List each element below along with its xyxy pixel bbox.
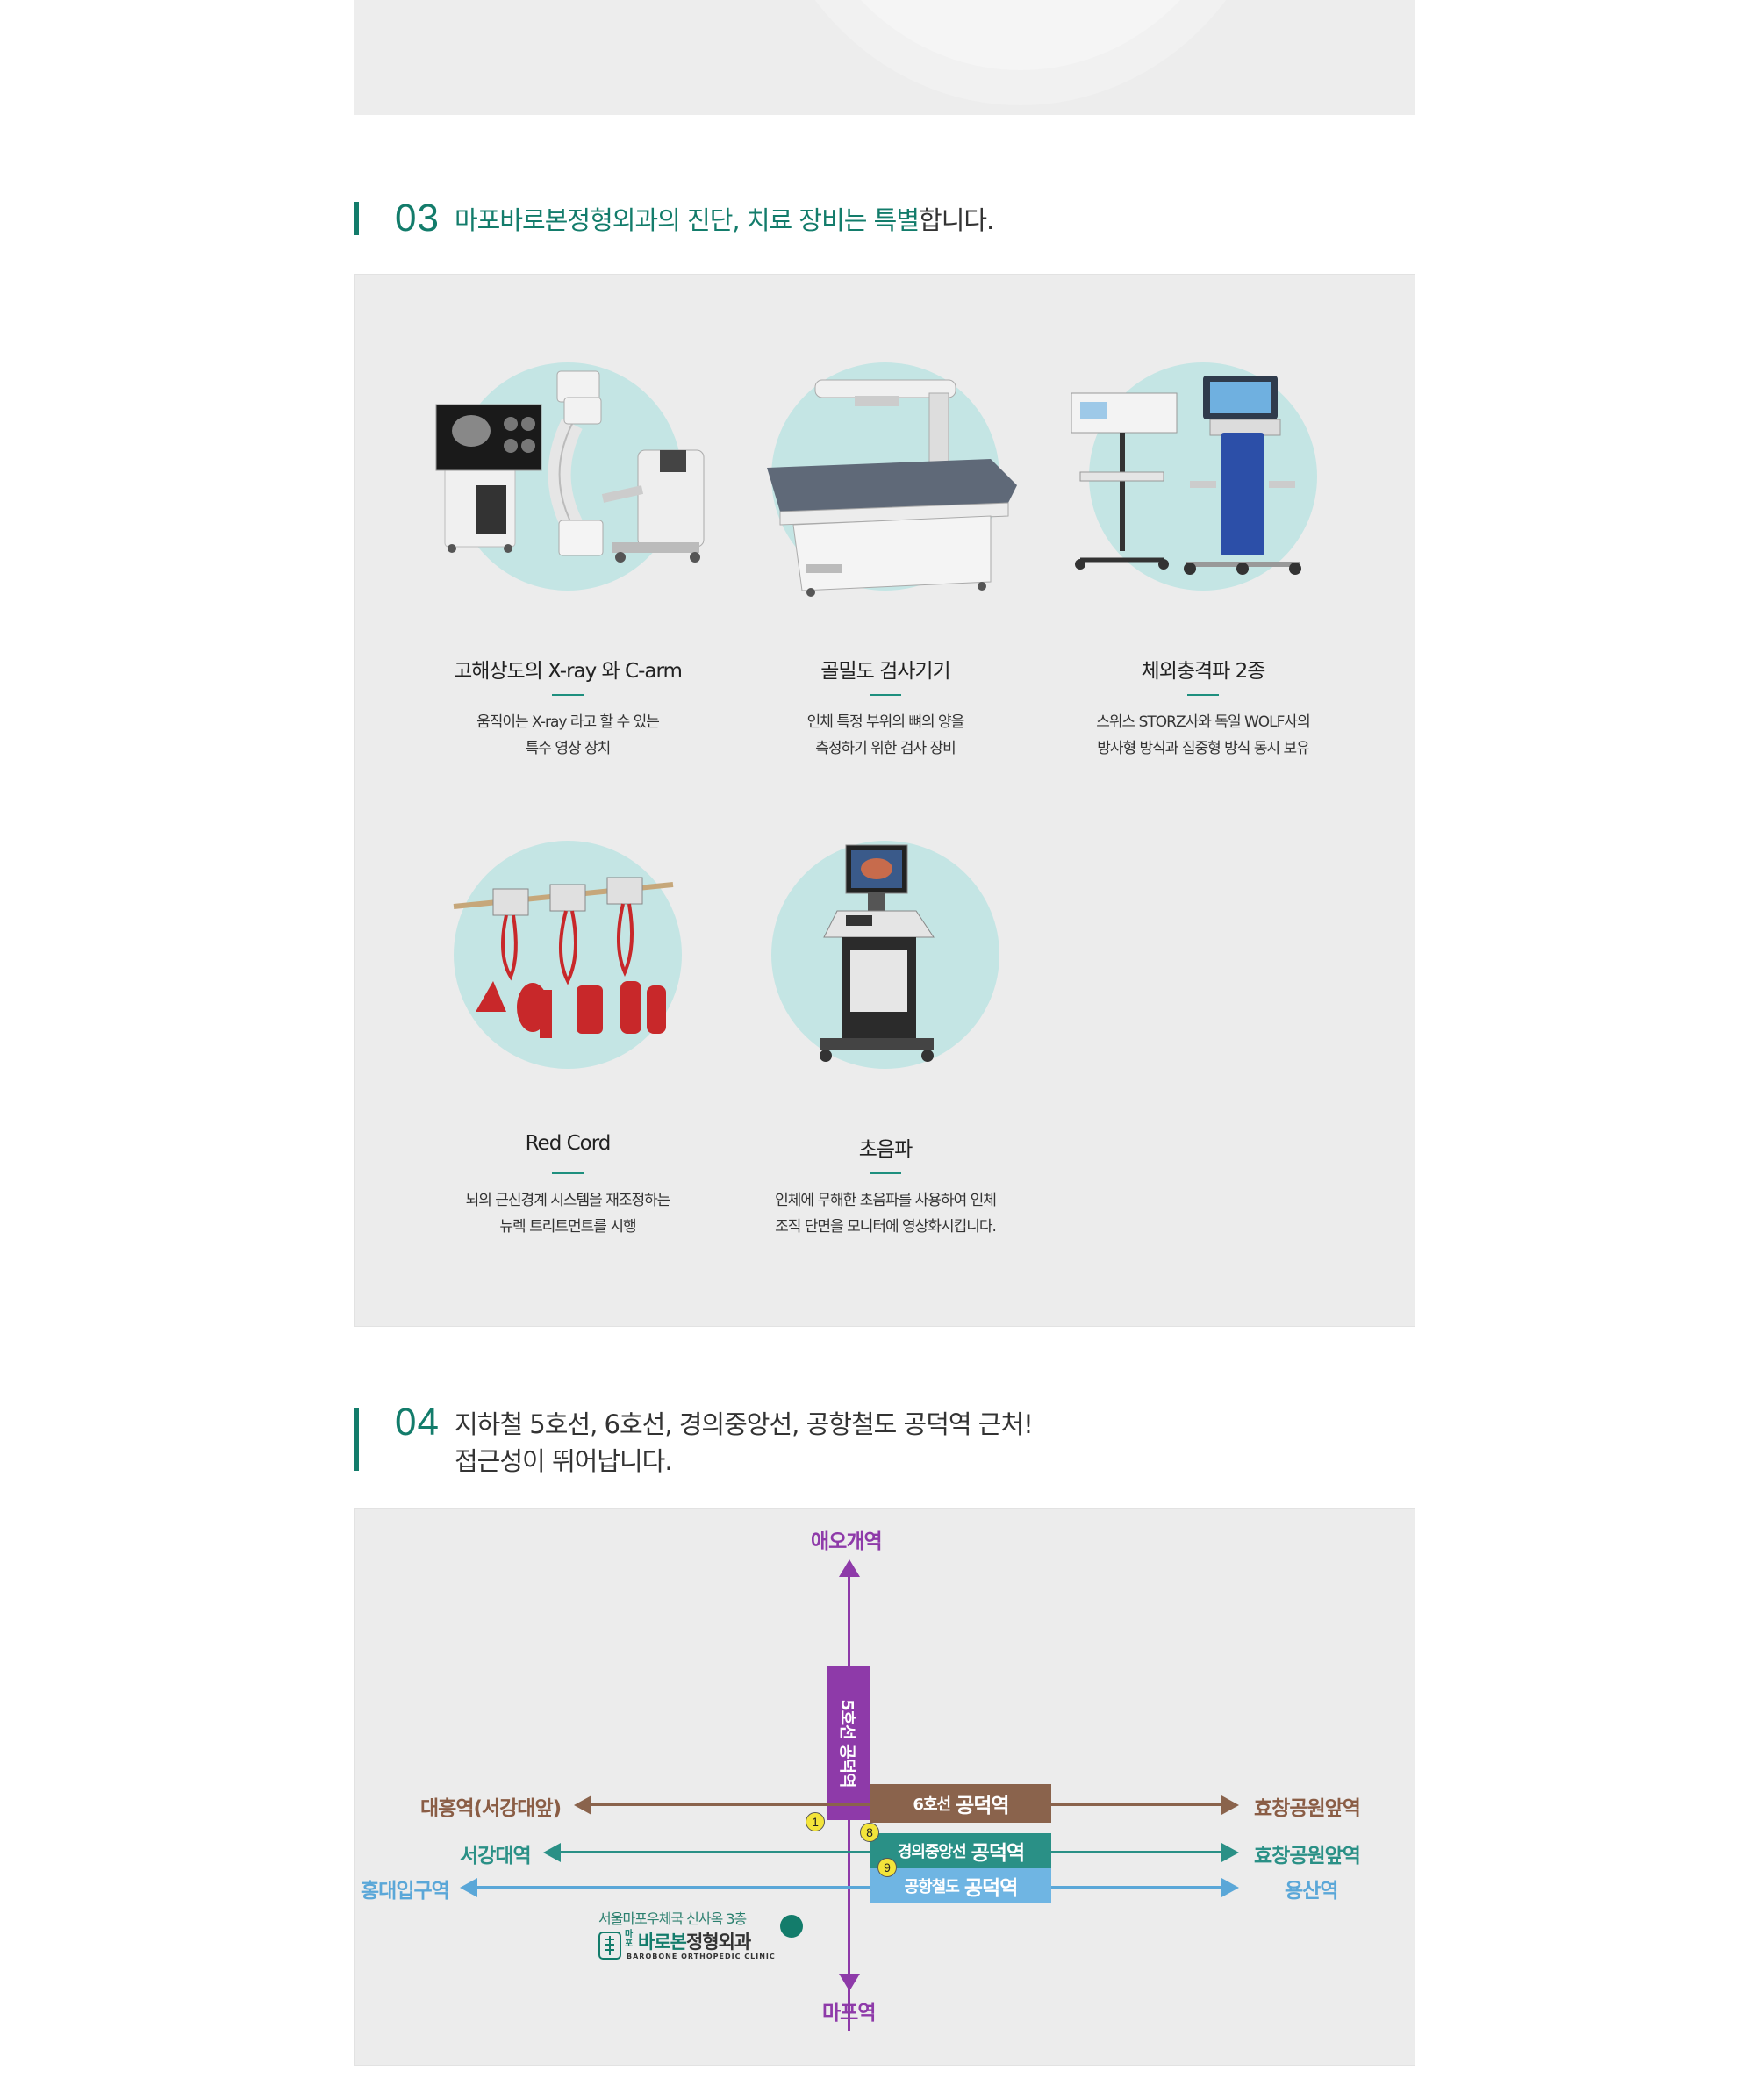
section-title-rest: 합니다. xyxy=(919,205,994,235)
gyeongui-station-name: 공덕역 xyxy=(971,1842,1025,1865)
logo-name: 바로본 xyxy=(638,1932,687,1953)
ultrasound-icon xyxy=(820,844,935,1062)
title-underline xyxy=(552,694,584,696)
title-underline xyxy=(1187,694,1219,696)
previous-section-box xyxy=(354,0,1415,115)
exit-8-marker: 8 xyxy=(860,1823,879,1842)
line6-label: 6호선 xyxy=(913,1795,951,1814)
equipment-name: Red Cord xyxy=(525,1132,612,1155)
line5-station-label: 5호선 공덕역 xyxy=(837,1699,857,1788)
spine-logo-icon xyxy=(598,1932,621,1960)
equipment-desc-line: 측정하기 위한 검사 장비 xyxy=(815,740,956,757)
arrow-up-icon xyxy=(839,1559,860,1577)
equipment-desc-line: 인체에 무해한 초음파를 사용하여 인체 xyxy=(775,1192,997,1209)
clinic-address: 서울마포우체국 신사옥 3층 xyxy=(598,1910,747,1927)
line5-station-box: 5호선 공덕역 xyxy=(827,1666,870,1820)
equipment-desc-line: 움직이는 X-ray 라고 할 수 있는 xyxy=(476,713,660,731)
equipment-name: 초음파 xyxy=(858,1138,913,1161)
line6-station-box: 6호선 공덕역 xyxy=(870,1784,1051,1823)
section-04-heading: 04 지하철 5호선, 6호선, 경의중앙선, 공항철도 공덕역 근처! 접근성… xyxy=(354,1401,1407,1476)
equipment-desc-line: 인체 특정 부위의 뼈의 양을 xyxy=(806,713,965,731)
arrow-left-icon xyxy=(460,1878,477,1897)
logo-small-text: 마 xyxy=(625,1930,634,1939)
arrow-right-icon xyxy=(1221,1795,1239,1815)
equipment-desc-line: 뇌의 근신경계 시스템을 재조정하는 xyxy=(465,1192,671,1209)
equipment-desc-line: 방사형 방식과 집중형 방식 동시 보유 xyxy=(1097,740,1310,757)
equipment-name: 고해상도의 X-ray 와 C-arm xyxy=(454,660,683,683)
station-south[interactable]: 마포역 xyxy=(822,2002,876,2025)
station-north[interactable]: 애오개역 xyxy=(811,1530,883,1553)
section-title-line: 지하철 5호선, 6호선, 경의중앙선, 공항철도 공덕역 근처! xyxy=(455,1409,1034,1439)
equipment-panel: 고해상도의 X-ray 와 C-arm 움직이는 X-ray 라고 할 수 있는… xyxy=(354,274,1415,1327)
c-arm-xray-icon xyxy=(435,370,705,563)
section-number: 03 xyxy=(395,197,440,240)
arrow-down-icon xyxy=(839,1974,860,1991)
section-title-line-highlight: 접근성이 뛰어납니다. xyxy=(455,1446,673,1476)
exit-1-marker: 1 xyxy=(806,1812,825,1831)
title-underline xyxy=(552,1172,584,1174)
airport-station-name: 공덕역 xyxy=(963,1877,1018,1900)
gyeongui-east-station[interactable]: 효창공원앞역 xyxy=(1254,1845,1361,1867)
equipment-desc-line: 특수 영상 장치 xyxy=(525,740,612,757)
airport-label: 공항철도 xyxy=(904,1878,960,1896)
exit-9-marker: 9 xyxy=(878,1858,897,1877)
arrow-left-icon xyxy=(574,1795,591,1815)
airport-east-station[interactable]: 용산역 xyxy=(1285,1880,1338,1903)
heading-accent-bar xyxy=(354,1408,359,1471)
bone-densitometer-icon xyxy=(767,379,1017,597)
arrow-left-icon xyxy=(543,1843,561,1862)
logo-small-text: 포 xyxy=(625,1939,634,1949)
section-number: 04 xyxy=(395,1401,440,1444)
clinic-location-marker xyxy=(780,1915,803,1938)
shockwave-machine-icon xyxy=(1071,376,1301,575)
logo-name-rest: 정형외과 xyxy=(685,1932,751,1953)
equipment-desc-line: 뉴렉 트리트먼트를 시행 xyxy=(499,1218,636,1236)
equipment-desc-line: 조직 단면을 모니터에 영상화시킵니다. xyxy=(775,1218,997,1236)
section-title-highlight: 마포바로본정형외과의 진단, 치료 장비는 특별 xyxy=(455,205,920,235)
gyeongui-west-station[interactable]: 서강대역 xyxy=(460,1845,532,1867)
line6-east-station[interactable]: 효창공원앞역 xyxy=(1254,1797,1361,1820)
heading-accent-bar xyxy=(354,202,359,235)
logo-english-name: BAROBONE ORTHOPEDIC CLINIC xyxy=(627,1953,776,1960)
arrow-right-icon xyxy=(1221,1878,1239,1897)
airport-west-station[interactable]: 홍대입구역 xyxy=(361,1880,450,1903)
section-03-heading: 03 마포바로본정형외과의 진단, 치료 장비는 특별합니다. xyxy=(354,197,1407,244)
line6-station-name: 공덕역 xyxy=(956,1795,1009,1817)
equipment-item: 고해상도의 X-ray 와 C-arm 움직이는 X-ray 라고 할 수 있는… xyxy=(410,345,726,784)
line6-west-station[interactable]: 대흥역(서강대앞) xyxy=(420,1797,562,1820)
red-cord-icon xyxy=(453,877,674,1038)
arrow-right-icon xyxy=(1221,1843,1239,1862)
equipment-name: 골밀도 검사기기 xyxy=(820,660,950,683)
equipment-desc-line: 스위스 STORZ사와 독일 WOLF사의 xyxy=(1096,713,1310,731)
equipment-name: 체외충격파 2종 xyxy=(1141,660,1266,683)
title-underline xyxy=(870,694,901,696)
title-underline xyxy=(870,1172,901,1174)
gyeongui-label: 경의중앙선 xyxy=(897,1843,967,1861)
airport-track xyxy=(473,1886,1223,1889)
